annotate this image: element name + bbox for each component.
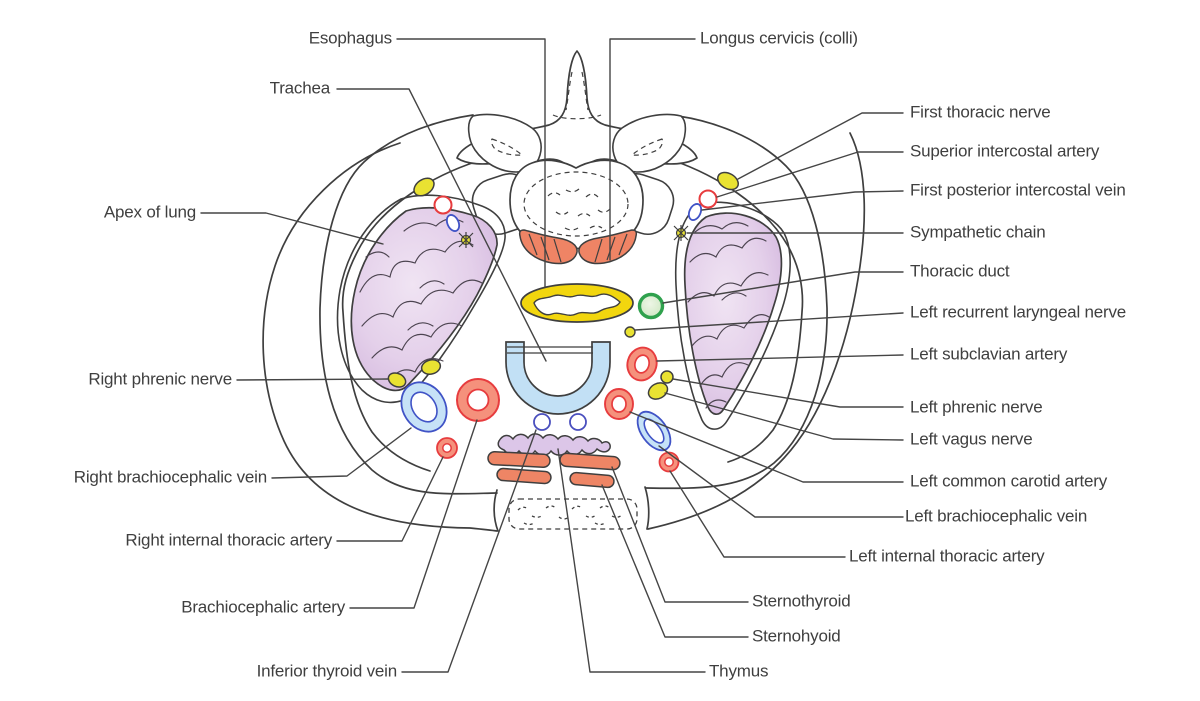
label-first-thoracic-nerve: First thoracic nerve xyxy=(910,102,1051,122)
right-internal-thoracic-artery-icon xyxy=(436,437,458,459)
right-mediastinal-structures xyxy=(387,359,500,459)
label-longus-cervicis: Longus cervicis (colli) xyxy=(700,28,858,48)
label-apex-of-lung: Apex of lung xyxy=(103,202,196,222)
thymus-shape xyxy=(497,433,611,456)
label-left-vagus-nerve: Left vagus nerve xyxy=(910,429,1033,449)
right-brachiocephalic-vein-icon xyxy=(400,381,448,433)
leader-right-phrenic-nerve xyxy=(236,378,389,381)
left-common-carotid-artery-icon xyxy=(604,388,634,420)
right-first-thoracic-nerve-icon xyxy=(413,177,435,197)
inferior-thyroid-veins xyxy=(533,413,587,431)
leader-first-posterior-intercostal-vein xyxy=(701,190,904,211)
rib-arc-outer-left xyxy=(319,114,498,495)
lung-left xyxy=(683,212,783,415)
leader-longus-cervicis xyxy=(609,38,696,261)
brachiocephalic-artery-icon xyxy=(456,378,500,422)
label-left-subclavian-artery: Left subclavian artery xyxy=(910,344,1068,364)
leader-right-internal-thoracic-artery xyxy=(336,456,444,542)
leader-trachea xyxy=(336,88,547,362)
left-mediastinal-structures xyxy=(604,326,680,473)
leader-right-brachiocephalic-vein xyxy=(271,427,412,479)
leader-left-subclavian-artery xyxy=(656,354,904,362)
label-sternothyroid: Sternothyroid xyxy=(752,591,851,611)
right-costal-cluster xyxy=(413,177,474,248)
rib-arc-outer-right xyxy=(645,115,828,490)
label-thymus: Thymus xyxy=(709,661,769,681)
label-left-common-carotid-artery: Left common carotid artery xyxy=(910,471,1107,491)
leader-sternohyoid xyxy=(601,484,749,638)
first-thoracic-nerve-icon xyxy=(717,171,739,191)
label-esophagus: Esophagus xyxy=(308,28,392,48)
leader-superior-intercostal-artery xyxy=(716,151,904,198)
strap-muscles xyxy=(487,450,621,489)
label-brachiocephalic-artery: Brachiocephalic artery xyxy=(181,597,345,617)
right-sympathetic-chain-icon xyxy=(458,232,474,248)
leader-thoracic-duct xyxy=(662,271,904,304)
label-superior-intercostal-artery: Superior intercostal artery xyxy=(910,141,1100,161)
label-left-brachiocephalic-vein: Left brachiocephalic vein xyxy=(905,506,1088,526)
rib-arc-inner-left xyxy=(341,160,479,472)
leader-left-internal-thoracic-artery xyxy=(669,470,846,558)
lung-right-lobules xyxy=(359,218,483,382)
leader-inferior-thyroid-vein xyxy=(401,429,537,673)
lung-left-lobules xyxy=(687,222,770,409)
rib-arc-inner-right xyxy=(671,159,804,463)
right-posterior-intercostal-vein-icon xyxy=(445,214,461,232)
body-wall-contours xyxy=(262,114,866,532)
leader-left-brachiocephalic-vein xyxy=(658,445,904,518)
label-sympathetic-chain: Sympathetic chain xyxy=(910,222,1046,242)
thoracic-duct-shape xyxy=(637,292,665,320)
sternum-right-edge xyxy=(644,486,650,530)
outer-contour-right xyxy=(647,132,866,530)
leader-lines xyxy=(200,38,904,673)
left-costal-cluster xyxy=(673,171,739,241)
label-left-recurrent-laryngeal-nerve: Left recurrent laryngeal nerve xyxy=(910,302,1127,322)
left-vagus-nerve-icon xyxy=(647,382,669,400)
left-subclavian-artery-icon xyxy=(626,346,658,382)
outer-contour-left xyxy=(262,142,498,532)
label-first-posterior-intercostal-vein: First posterior intercostal vein xyxy=(910,180,1126,200)
leader-thymus xyxy=(557,448,706,673)
longus-colli-muscles xyxy=(518,229,638,265)
vertebra xyxy=(456,50,698,250)
left-phrenic-nerve-icon xyxy=(660,370,674,384)
sympathetic-chain-icon xyxy=(673,225,689,241)
leader-first-thoracic-nerve xyxy=(737,112,904,180)
sternum-manubrium xyxy=(508,498,638,530)
label-trachea: Trachea xyxy=(269,78,331,98)
leader-left-recurrent-laryngeal-nerve xyxy=(634,312,904,331)
leader-brachiocephalic-artery xyxy=(349,419,478,609)
lung-right xyxy=(350,206,498,392)
leader-esophagus xyxy=(396,38,546,288)
label-sternohyoid: Sternohyoid xyxy=(752,626,841,646)
superior-intercostal-artery-icon xyxy=(698,189,718,209)
first-posterior-intercostal-vein-icon xyxy=(687,203,703,221)
left-brachiocephalic-vein-icon xyxy=(636,410,672,452)
left-recurrent-laryngeal-nerve-icon xyxy=(624,326,636,338)
leader-sternothyroid xyxy=(611,466,749,603)
right-phrenic-nerve-icon xyxy=(387,372,407,388)
left-internal-thoracic-artery-icon xyxy=(658,451,680,473)
label-left-phrenic-nerve: Left phrenic nerve xyxy=(910,397,1043,417)
leader-left-phrenic-nerve xyxy=(672,378,904,408)
leader-left-common-carotid-artery xyxy=(629,411,904,483)
label-right-internal-thoracic-artery: Right internal thoracic artery xyxy=(125,530,332,550)
label-thoracic-duct: Thoracic duct xyxy=(910,261,1010,281)
leader-apex-of-lung xyxy=(200,212,384,245)
label-inferior-thyroid-vein: Inferior thyroid vein xyxy=(256,661,398,681)
label-right-brachiocephalic-vein: Right brachiocephalic vein xyxy=(73,467,267,487)
right-vagus-nerve-icon xyxy=(420,359,442,375)
leader-left-vagus-nerve xyxy=(664,392,904,441)
label-left-internal-thoracic-artery: Left internal thoracic artery xyxy=(849,546,1045,566)
esophagus-shape xyxy=(520,283,634,323)
trachea-shape xyxy=(505,341,611,415)
sternum-left-edge xyxy=(493,489,499,532)
right-superior-intercostal-artery-icon xyxy=(433,195,453,215)
label-right-phrenic-nerve: Right phrenic nerve xyxy=(88,369,232,389)
